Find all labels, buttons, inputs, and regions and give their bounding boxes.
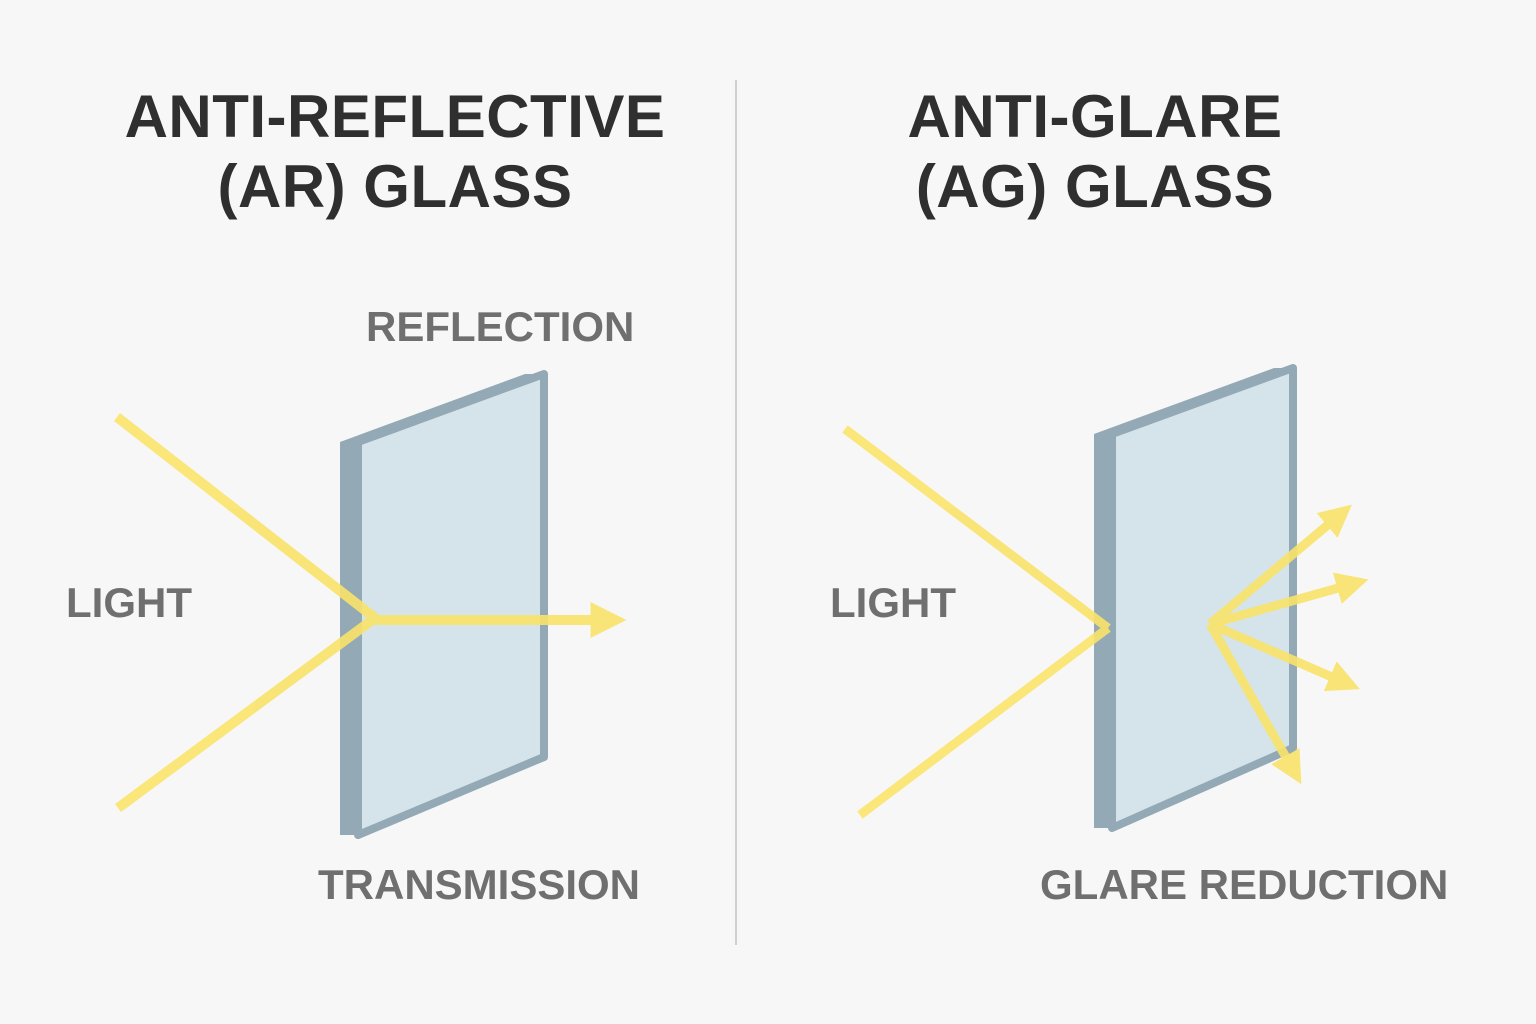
ag-light-rays [842, 425, 1369, 819]
ar-light-rays [113, 413, 627, 813]
ar-glass-title: ANTI-REFLECTIVE (AR) GLASS [95, 82, 695, 222]
ag-light-label: LIGHT [830, 579, 956, 626]
ar-title-line2: (AR) GLASS [217, 153, 573, 220]
ar-incoming-ray-lower [115, 613, 378, 813]
ag-incoming-ray-lower [857, 624, 1111, 819]
ar-glass-face [354, 370, 548, 839]
ar-light-label: LIGHT [66, 579, 192, 626]
ar-glass-pane [340, 370, 548, 839]
ag-scatter-arrow-1 [1207, 504, 1352, 628]
ag-glass-face [1108, 364, 1297, 832]
ar-reflection-label: REFLECTION [366, 303, 635, 350]
ag-scatter-arrow-2 [1208, 572, 1369, 629]
ar-incoming-ray-upper [113, 413, 379, 622]
ar-transmission-label: TRANSMISSION [318, 861, 641, 908]
ag-incoming-ray-upper [842, 425, 1111, 632]
ag-glass-pane [1094, 364, 1297, 832]
ag-glass-title: ANTI-GLARE (AG) GLASS [845, 82, 1345, 222]
ag-title-line2: (AG) GLASS [915, 153, 1275, 220]
ag-glare-reduction-label: GLARE REDUCTION [1040, 861, 1449, 908]
panel-divider [735, 80, 737, 945]
ag-scatter-arrow-4 [1206, 621, 1302, 785]
ar-title-line1: ANTI-REFLECTIVE [124, 83, 666, 150]
ag-scatter-arrow-3 [1208, 619, 1360, 692]
ag-title-line1: ANTI-GLARE [907, 83, 1283, 150]
